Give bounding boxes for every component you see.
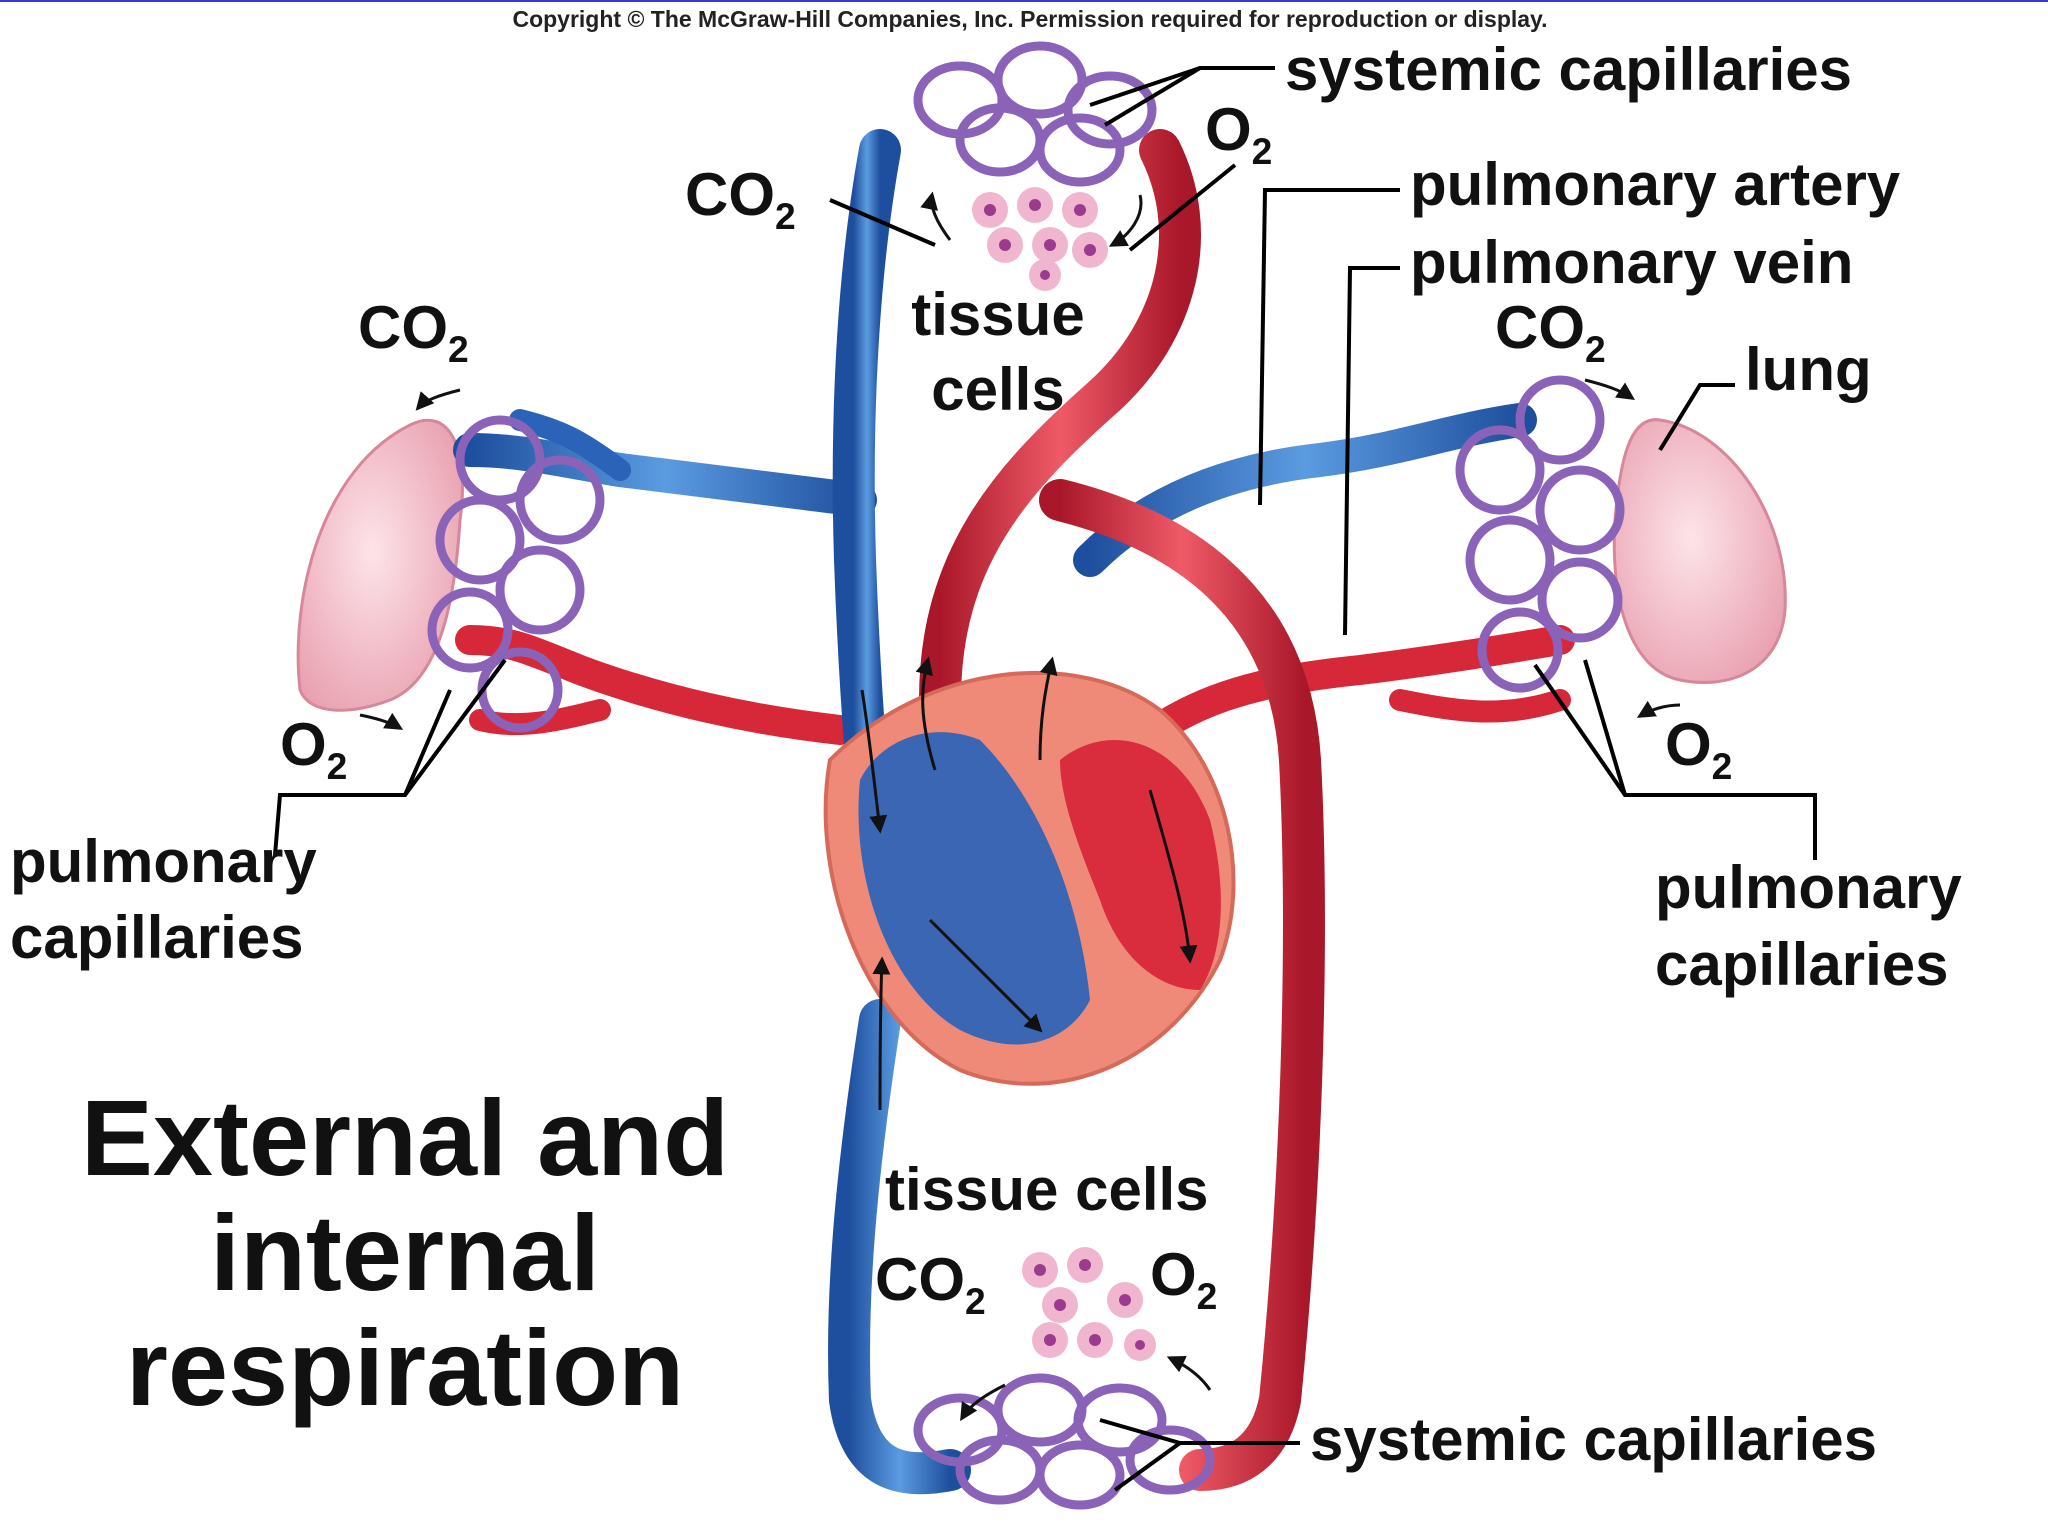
o2-label-top: O2 bbox=[1205, 96, 1272, 172]
right-pulmonary-vein bbox=[1105, 625, 1575, 775]
co2-label-right: CO2 bbox=[1495, 294, 1606, 370]
o2-label-bottom: O2 bbox=[1150, 1241, 1217, 1317]
o2-label-right: O2 bbox=[1665, 711, 1732, 787]
title-line-3: respiration bbox=[126, 1307, 684, 1428]
label-pulmonary-capillaries-left-2: capillaries bbox=[10, 904, 304, 971]
title-line-2: internal bbox=[210, 1192, 600, 1313]
right-lung bbox=[1612, 418, 1787, 684]
co2-label-top: CO2 bbox=[685, 161, 796, 237]
tissue-cells-top bbox=[972, 187, 1108, 291]
co2-label-bottom: CO2 bbox=[875, 1246, 986, 1322]
label-cells-top: cells bbox=[931, 356, 1064, 423]
left-pulmonary-capillaries bbox=[427, 415, 605, 733]
label-pulmonary-capillaries-right-2: capillaries bbox=[1655, 931, 1949, 998]
top-systemic-capillaries bbox=[913, 41, 1157, 187]
label-pulmonary-vein: pulmonary vein bbox=[1410, 229, 1853, 296]
o2-label-left: O2 bbox=[280, 711, 347, 787]
label-tissue-top: tissue bbox=[911, 281, 1084, 348]
left-pulmonary-artery bbox=[453, 409, 877, 517]
right-pulmonary-capillaries bbox=[1455, 375, 1625, 693]
heart bbox=[823, 670, 1236, 1086]
co2-label-left: CO2 bbox=[358, 294, 469, 370]
label-tissue-cells-bottom: tissue cells bbox=[885, 1156, 1209, 1223]
label-pulmonary-artery: pulmonary artery bbox=[1410, 151, 1901, 218]
aorta-systemic-arteries bbox=[919, 129, 1325, 1491]
flow-arrows bbox=[359, 191, 1681, 1422]
label-pulmonary-capillaries-left-1: pulmonary bbox=[10, 828, 317, 895]
title-line-1: External and bbox=[81, 1077, 729, 1198]
label-systemic-capillaries-bottom: systemic capillaries bbox=[1310, 1406, 1877, 1473]
leader-lines bbox=[273, 66, 1817, 1492]
left-lung bbox=[296, 418, 465, 712]
label-systemic-capillaries-top: systemic capillaries bbox=[1285, 36, 1852, 103]
label-pulmonary-capillaries-right-1: pulmonary bbox=[1655, 854, 1962, 921]
tissue-cells-bottom bbox=[1022, 1247, 1156, 1361]
copyright-notice: Copyright © The McGraw-Hill Companies, I… bbox=[512, 6, 1547, 32]
label-lung: lung bbox=[1745, 336, 1872, 403]
bottom-systemic-capillaries bbox=[913, 1373, 1215, 1510]
